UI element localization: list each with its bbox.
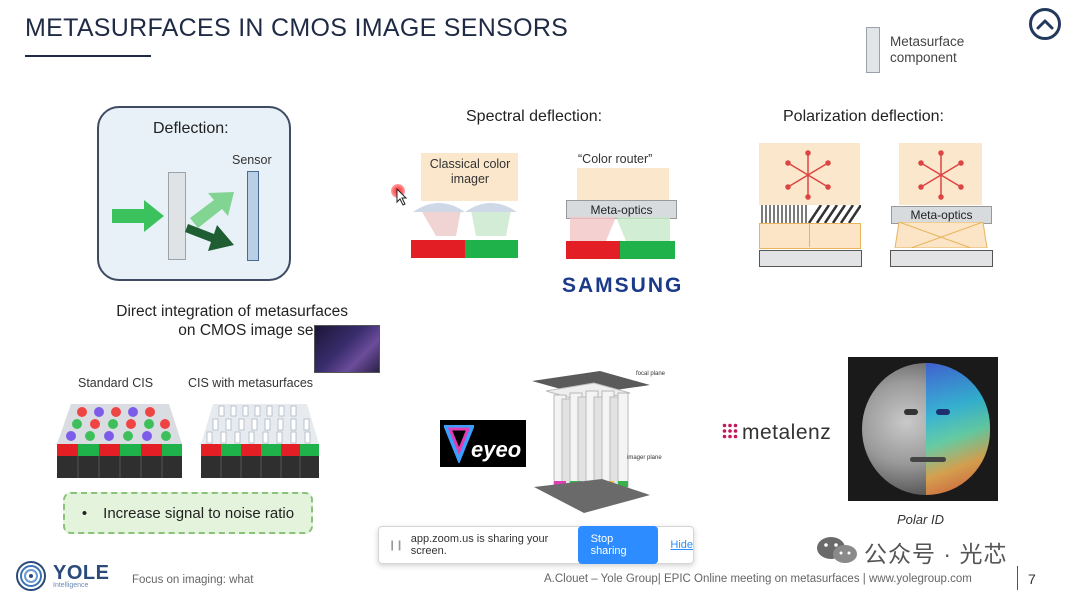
standard-cis-illustration bbox=[57, 404, 182, 478]
polarizer-filter bbox=[759, 205, 861, 223]
metasurface-cis-illustration bbox=[201, 404, 319, 478]
polarization-pixel-left bbox=[759, 223, 861, 249]
yole-logo-mark bbox=[16, 561, 46, 591]
wechat-icon bbox=[817, 537, 857, 563]
legend-label: Metasurface component bbox=[890, 34, 964, 66]
standard-cis-label: Standard CIS bbox=[78, 376, 154, 390]
snr-callout: • Increase signal to noise ratio bbox=[63, 492, 313, 534]
legend-swatch bbox=[866, 27, 880, 73]
polarization-title: Polarization deflection: bbox=[783, 108, 944, 125]
hide-link[interactable]: Hide bbox=[670, 539, 693, 551]
imager-plane-label: imager plane bbox=[627, 455, 662, 461]
router-cones bbox=[570, 217, 670, 241]
classical-label-line1: Classical color bbox=[429, 157, 511, 171]
polarization-star-right bbox=[918, 150, 964, 200]
deflection-arrows bbox=[112, 192, 234, 251]
direct-integration-line1: Direct integration of metasurfaces bbox=[116, 303, 348, 320]
watermark-text: 公众号 · 光芯 bbox=[864, 541, 1008, 567]
metasurface-plate bbox=[168, 172, 186, 260]
polarization-star-left bbox=[785, 150, 831, 200]
router-light-area bbox=[577, 168, 669, 200]
classical-light-area bbox=[421, 153, 518, 201]
sensor-label: Sensor bbox=[232, 153, 272, 167]
legend-label-line1: Metasurface bbox=[890, 34, 965, 49]
legend-label-line2: component bbox=[890, 50, 957, 65]
color-router-label: “Color router” bbox=[578, 152, 653, 166]
cis-metasurfaces-label: CIS with metasurfaces bbox=[188, 376, 314, 390]
focal-plane-label: focal plane bbox=[636, 371, 666, 377]
polarization-sensor-right bbox=[890, 250, 993, 267]
classical-label: Classical color imager bbox=[427, 157, 513, 187]
chevron-up-icon[interactable] bbox=[1029, 8, 1061, 40]
snr-text: Increase signal to noise ratio bbox=[103, 504, 295, 522]
zoom-share-bar: ❙❙ app.zoom.us is sharing your screen. S… bbox=[378, 526, 694, 564]
metasurface-chip-photo bbox=[314, 325, 380, 373]
polarization-cones bbox=[894, 222, 988, 248]
footer-left-text: Focus on imaging: what bbox=[132, 574, 254, 586]
color-router-3d-illustration bbox=[532, 371, 650, 513]
footer-right-text: A.Clouet – Yole Group| EPIC Online meeti… bbox=[544, 573, 972, 585]
metalenz-wordmark: metalenz bbox=[742, 421, 832, 444]
yole-logo-text: YOLE bbox=[53, 562, 110, 584]
slide-title: METASURFACES IN CMOS IMAGE SENSORS bbox=[25, 14, 569, 42]
red-pixel-router bbox=[566, 241, 620, 259]
samsung-logo: SAMSUNG bbox=[562, 274, 684, 297]
snr-bullet: • bbox=[81, 504, 88, 522]
metalenz-logo-mark bbox=[722, 423, 738, 439]
stop-sharing-button[interactable]: Stop sharing bbox=[577, 526, 659, 564]
yole-logo-sub: Intelligence bbox=[53, 582, 89, 589]
page-number: 7 bbox=[1028, 571, 1036, 587]
mouse-cursor-icon bbox=[396, 188, 408, 206]
classical-label-line2: imager bbox=[450, 172, 490, 186]
footer-divider bbox=[1017, 566, 1018, 590]
title-underline bbox=[25, 55, 151, 57]
microlens-cones bbox=[413, 203, 517, 236]
spectral-title: Spectral deflection: bbox=[466, 108, 603, 125]
direct-integration-line2: on CMOS image sensor: bbox=[178, 322, 348, 339]
drag-handle-icon[interactable]: ❙❙ bbox=[388, 539, 404, 551]
direct-integration-text: Direct integration of metasurfaces on CM… bbox=[78, 302, 348, 340]
eyeo-logo-mark bbox=[444, 425, 474, 463]
eyeo-wordmark: eyeo bbox=[471, 437, 522, 462]
sensor-plate bbox=[247, 171, 259, 261]
pixel-divider bbox=[809, 223, 810, 247]
zoom-share-message: app.zoom.us is sharing your screen. bbox=[410, 533, 549, 557]
polar-id-image bbox=[848, 357, 998, 501]
polar-id-caption: Polar ID bbox=[897, 512, 944, 527]
polarization-sensor-left bbox=[759, 250, 862, 267]
green-pixel-router bbox=[620, 241, 675, 259]
green-pixel bbox=[465, 240, 518, 258]
deflection-title: Deflection: bbox=[153, 120, 229, 137]
red-pixel bbox=[411, 240, 465, 258]
